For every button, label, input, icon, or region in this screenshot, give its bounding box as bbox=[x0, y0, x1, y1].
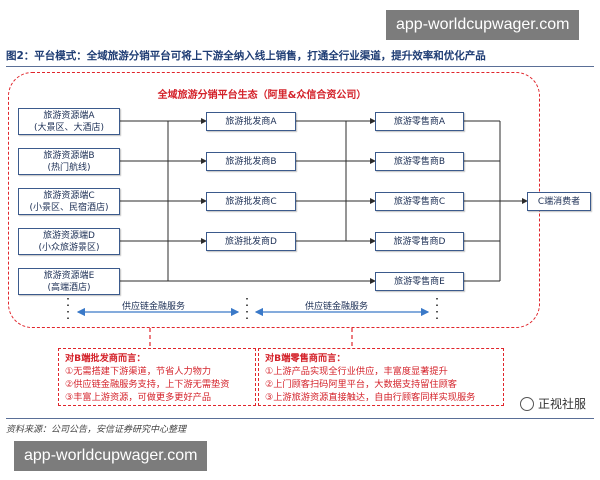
consumer-node: C端消费者 bbox=[527, 192, 591, 211]
resource-desc: (小众旅游景区) bbox=[38, 242, 100, 253]
benefit-item: ②供应链金融服务支持，上下游无需垫资 bbox=[65, 379, 230, 390]
retailer-benefits-box: 对B端零售商而言： ①上游产品实现全行业供应，丰富度显著提升 ②上门顾客扫码阿里… bbox=[258, 348, 504, 406]
resource-node-b: 旅游资源端B (热门航线) bbox=[18, 148, 120, 175]
resource-name: 旅游资源端C bbox=[43, 190, 95, 201]
figure-title: 图2：平台模式：全域旅游分销平台可将上下游全纳入线上销售，打通全行业渠道，提升效… bbox=[6, 50, 486, 62]
retailer-node-c: 旅游零售商C bbox=[375, 192, 464, 211]
resource-desc: (热门航线) bbox=[47, 162, 91, 173]
resource-name: 旅游资源端E bbox=[43, 270, 95, 281]
retailer-node-b: 旅游零售商B bbox=[375, 152, 464, 171]
logo-text: 正视社服 bbox=[537, 397, 586, 411]
benefit-item: ②上门顾客扫码阿里平台，大数据支持留住顾客 bbox=[265, 379, 457, 390]
wholesaler-benefits-box: 对B端批发商而言： ①无需搭建下游渠道，节省人力物力 ②供应链金融服务支持，上下… bbox=[58, 348, 256, 406]
wholesaler-node-b: 旅游批发商B bbox=[206, 152, 296, 171]
retailer-node-e: 旅游零售商E bbox=[375, 272, 464, 291]
wholesaler-node-c: 旅游批发商C bbox=[206, 192, 296, 211]
watermark-top: app-worldcupwager.com bbox=[386, 10, 580, 40]
logo-icon bbox=[519, 396, 534, 411]
wholesaler-node-a: 旅游批发商A bbox=[206, 112, 296, 131]
brand-logo: 正视社服 bbox=[519, 395, 586, 412]
resource-node-c: 旅游资源端C (小景区、民宿酒店) bbox=[18, 188, 120, 215]
finance-label-left: 供应链金融服务 bbox=[122, 302, 186, 312]
resource-desc: (大景区、大酒店) bbox=[33, 122, 105, 133]
benefit-title: 对B端批发商而言： bbox=[65, 353, 146, 364]
benefit-item: ①上游产品实现全行业供应，丰富度显著提升 bbox=[265, 366, 448, 377]
resource-desc: (高端酒店) bbox=[47, 282, 91, 293]
retailer-node-a: 旅游零售商A bbox=[375, 112, 464, 131]
resource-node-e: 旅游资源端E (高端酒店) bbox=[18, 268, 120, 295]
retailer-node-d: 旅游零售商D bbox=[375, 232, 464, 251]
resource-desc: (小景区、民宿酒店) bbox=[29, 202, 109, 213]
benefit-title: 对B端零售商而言： bbox=[265, 353, 346, 364]
watermark-bottom: app-worldcupwager.com bbox=[14, 441, 208, 471]
finance-label-right: 供应链金融服务 bbox=[305, 302, 369, 312]
resource-name: 旅游资源端B bbox=[43, 150, 95, 161]
benefit-item: ③上游旅游资源直接触达，自由行顾客同样实现服务 bbox=[265, 392, 476, 403]
wholesaler-node-d: 旅游批发商D bbox=[206, 232, 296, 251]
footer-divider bbox=[6, 418, 594, 419]
resource-name: 旅游资源端A bbox=[43, 110, 95, 121]
resource-node-d: 旅游资源端D (小众旅游景区) bbox=[18, 228, 120, 255]
resource-node-a: 旅游资源端A (大景区、大酒店) bbox=[18, 108, 120, 135]
benefit-item: ①无需搭建下游渠道，节省人力物力 bbox=[65, 366, 212, 377]
source-note: 资料来源：公司公告，安信证券研究中心整理 bbox=[6, 425, 187, 435]
benefit-item: ③丰富上游资源，可做更多更好产品 bbox=[65, 392, 212, 403]
ecosystem-title: 全域旅游分销平台生态（阿里&众信合资公司） bbox=[157, 90, 367, 101]
resource-name: 旅游资源端D bbox=[43, 230, 95, 241]
title-divider bbox=[6, 66, 594, 67]
